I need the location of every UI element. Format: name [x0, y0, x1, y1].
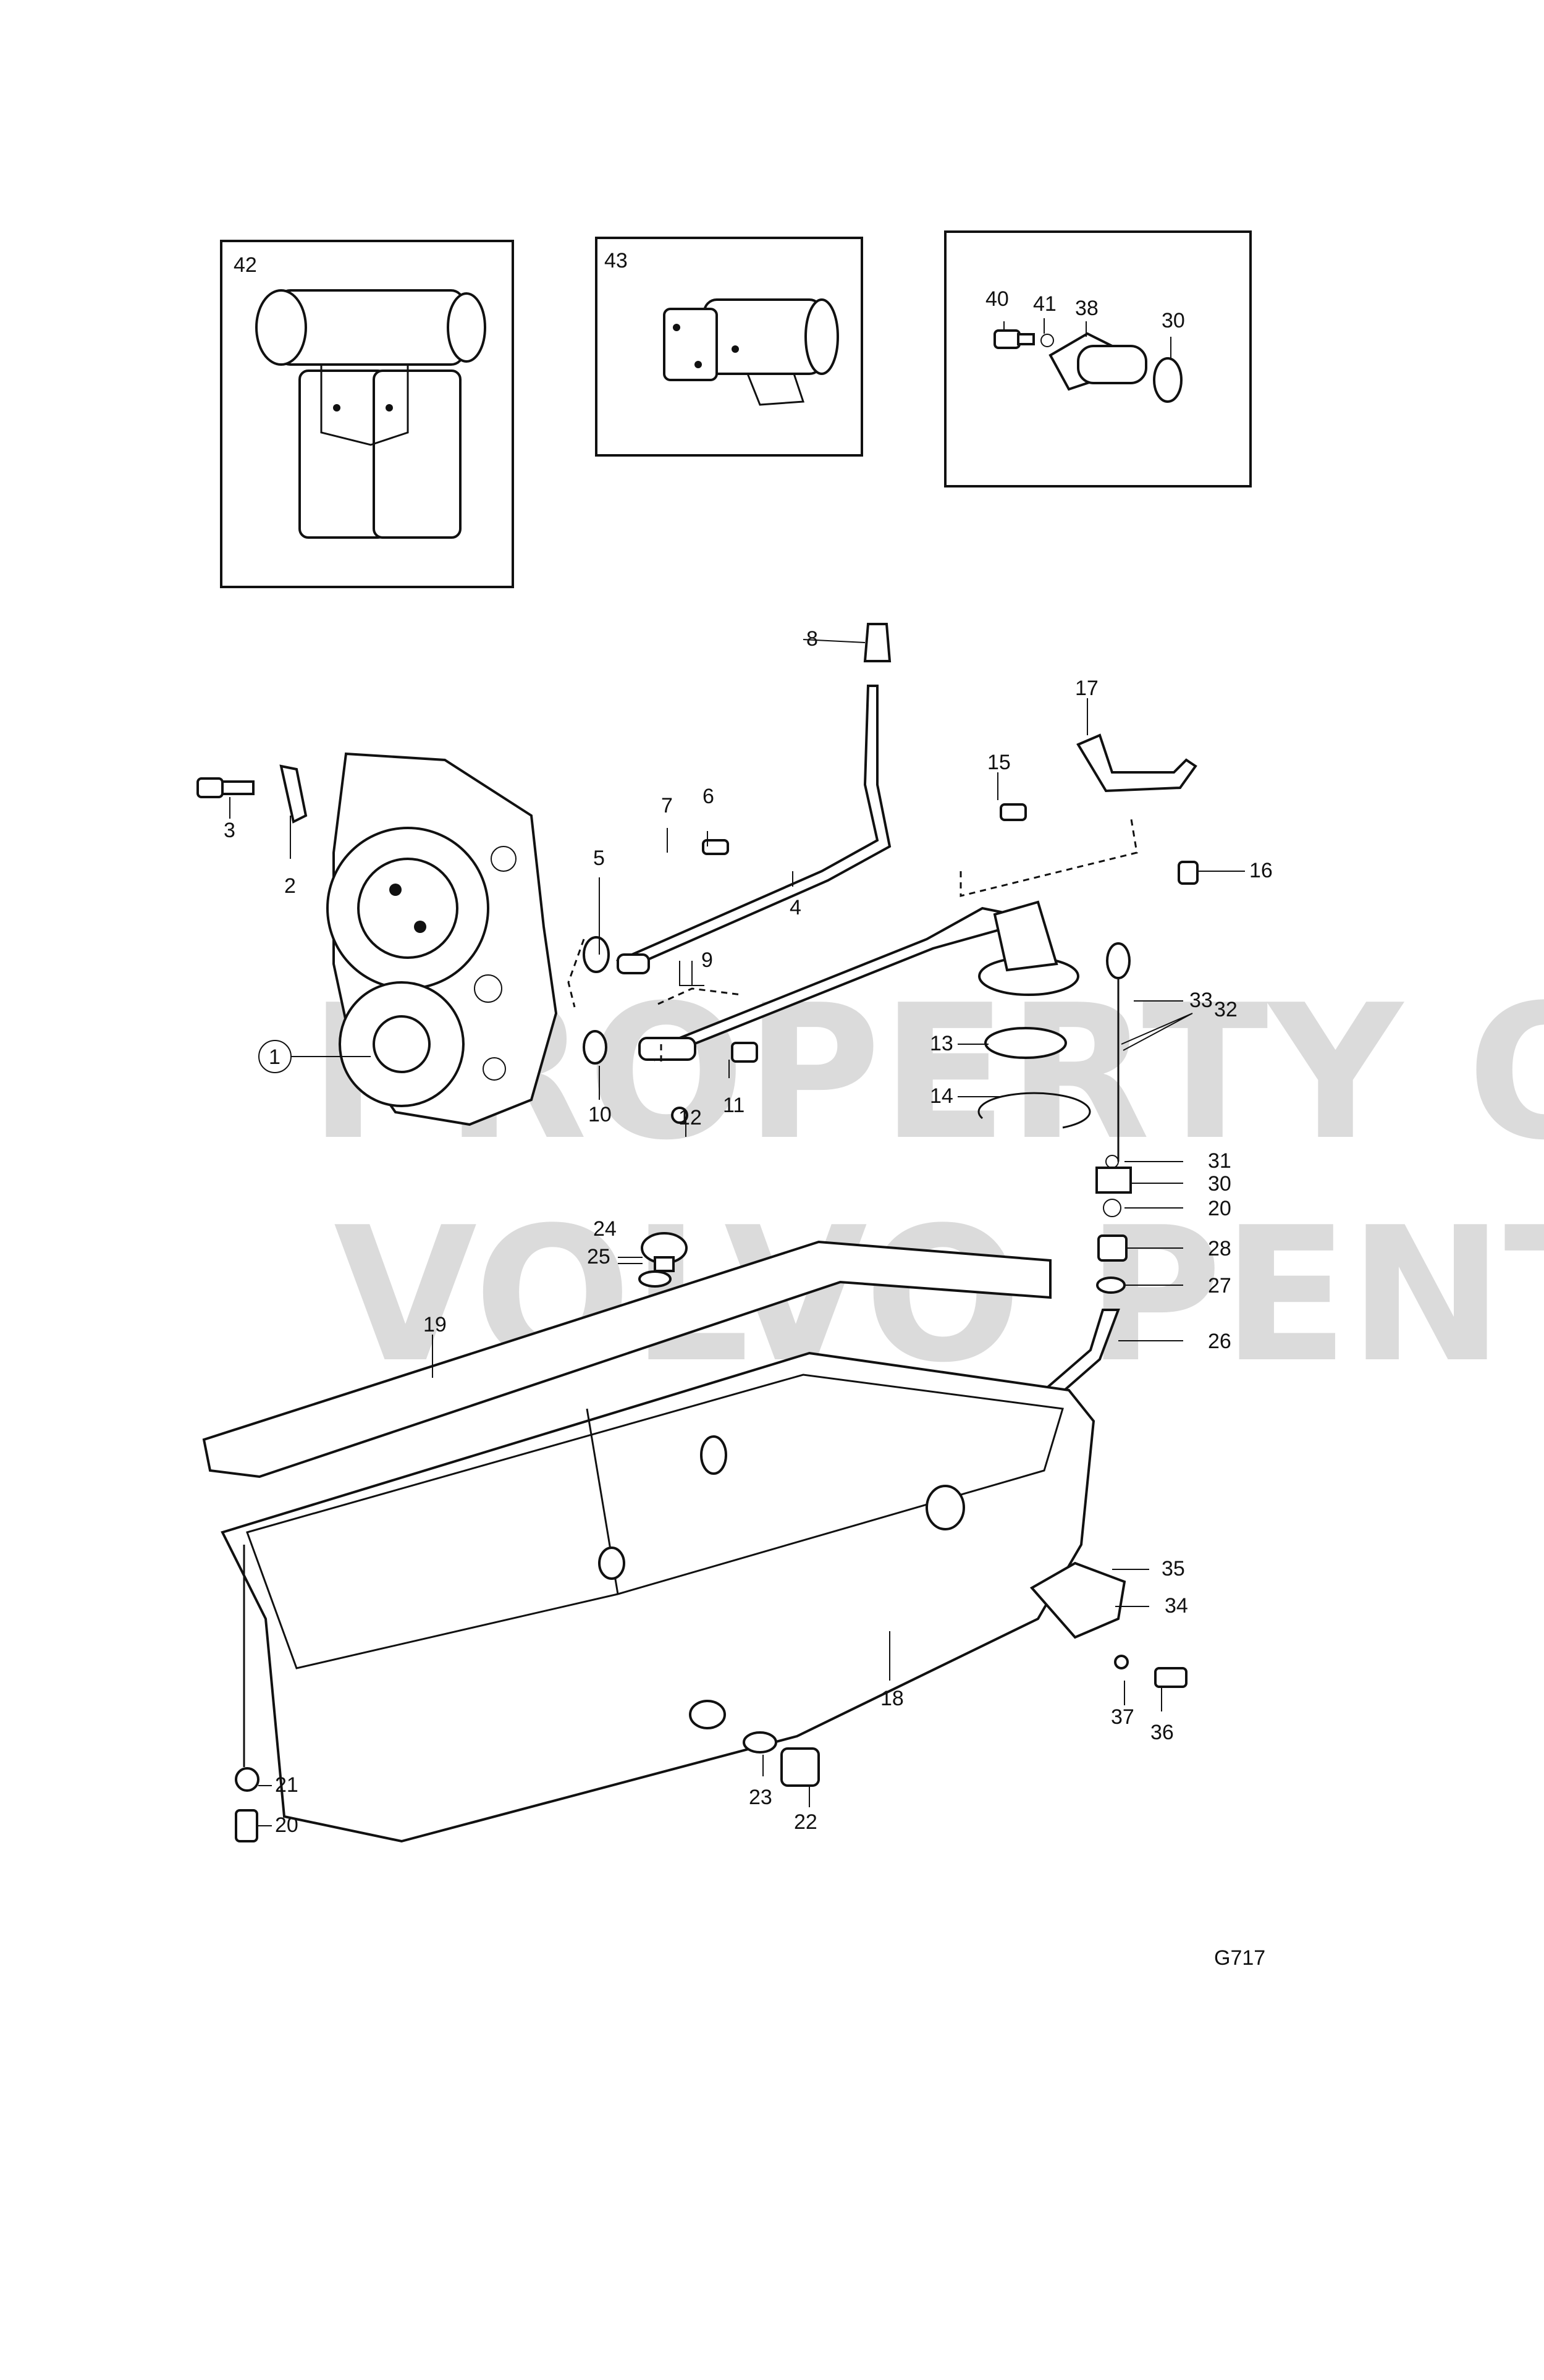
- callout-3: 3: [224, 819, 235, 842]
- inset-label-42: 42: [234, 253, 257, 277]
- callout-25: 25: [587, 1245, 610, 1268]
- callout-26: 26: [1208, 1330, 1231, 1353]
- callout-19: 19: [423, 1313, 447, 1336]
- oil-pipes-drawing: [567, 685, 1138, 1063]
- pipe-flange-drawing: [993, 318, 1183, 403]
- callout-7: 7: [661, 794, 673, 817]
- callout-36: 36: [1150, 1721, 1174, 1744]
- figure-code: G717: [1214, 1946, 1265, 1970]
- callout-5: 5: [593, 846, 605, 870]
- callout-10: 10: [588, 1103, 612, 1126]
- callout-30: 30: [1208, 1172, 1231, 1196]
- inset3-callout-38: 38: [1075, 297, 1099, 320]
- bracket-17: [1076, 733, 1197, 793]
- callout-16: 16: [1249, 859, 1273, 882]
- callout-20-secondary: 20: [1208, 1197, 1231, 1220]
- dipstick-assembly: [1042, 942, 1132, 1405]
- callout-17: 17: [1075, 677, 1099, 700]
- callout-23: 23: [749, 1786, 772, 1809]
- callout-28: 28: [1208, 1237, 1231, 1260]
- callout-13: 13: [930, 1032, 953, 1055]
- callout-24: 24: [593, 1217, 617, 1241]
- callout-9: 9: [701, 948, 713, 972]
- callout-8: 8: [806, 627, 818, 651]
- inset-box-3: 40 41 38 30: [944, 230, 1252, 487]
- inset-box-43: 43: [595, 237, 863, 457]
- callout-18: 18: [880, 1687, 904, 1710]
- callout-11: 11: [723, 1094, 745, 1117]
- callout-33: 33: [1189, 989, 1213, 1012]
- electric-pump-drawing: [663, 298, 839, 406]
- oil-pan: [221, 1351, 1126, 1843]
- strainer-and-circlip: [977, 1027, 1091, 1129]
- oil-pump-drawing: [326, 752, 558, 1126]
- callout-21: 21: [275, 1773, 298, 1797]
- inset3-callout-30: 30: [1162, 309, 1185, 332]
- inset3-callout-40: 40: [985, 287, 1009, 311]
- callout-1: 1: [269, 1045, 281, 1069]
- inset3-callout-41: 41: [1033, 292, 1057, 316]
- inset-box-42: 42: [220, 240, 514, 588]
- callout-22: 22: [794, 1810, 817, 1834]
- callout-1-circle: [258, 1040, 292, 1073]
- callout-leaders: [229, 639, 1245, 1826]
- drain-and-mount-fasteners: [235, 1232, 1188, 1842]
- callout-14: 14: [930, 1084, 953, 1108]
- callout-15: 15: [987, 751, 1011, 774]
- callout-20: 20: [275, 1813, 298, 1837]
- callout-31: 31: [1208, 1149, 1231, 1173]
- oil-filter-assembly-drawing: [255, 289, 486, 539]
- fitting-8: [863, 623, 892, 662]
- callout-4: 4: [790, 896, 801, 919]
- callout-37: 37: [1111, 1705, 1134, 1729]
- oil-pan-gasket: [202, 1240, 1052, 1479]
- callout-6: 6: [702, 785, 714, 808]
- callout-2: 2: [284, 874, 296, 898]
- callout-34: 34: [1165, 1594, 1188, 1618]
- callout-32: 32: [1214, 998, 1238, 1021]
- small-fasteners: [196, 764, 1199, 1124]
- watermark: PROPERTY OF VOLVO PENTA: [309, 965, 1544, 1403]
- inset-label-43: 43: [604, 249, 628, 272]
- callout-labels: 1 2 3 4 5 6 7 8 9 10 11 12 13 14 15 16 1…: [224, 627, 1273, 1837]
- callout-35: 35: [1162, 1557, 1185, 1580]
- callout-27: 27: [1208, 1274, 1231, 1298]
- callout-12: 12: [678, 1106, 702, 1129]
